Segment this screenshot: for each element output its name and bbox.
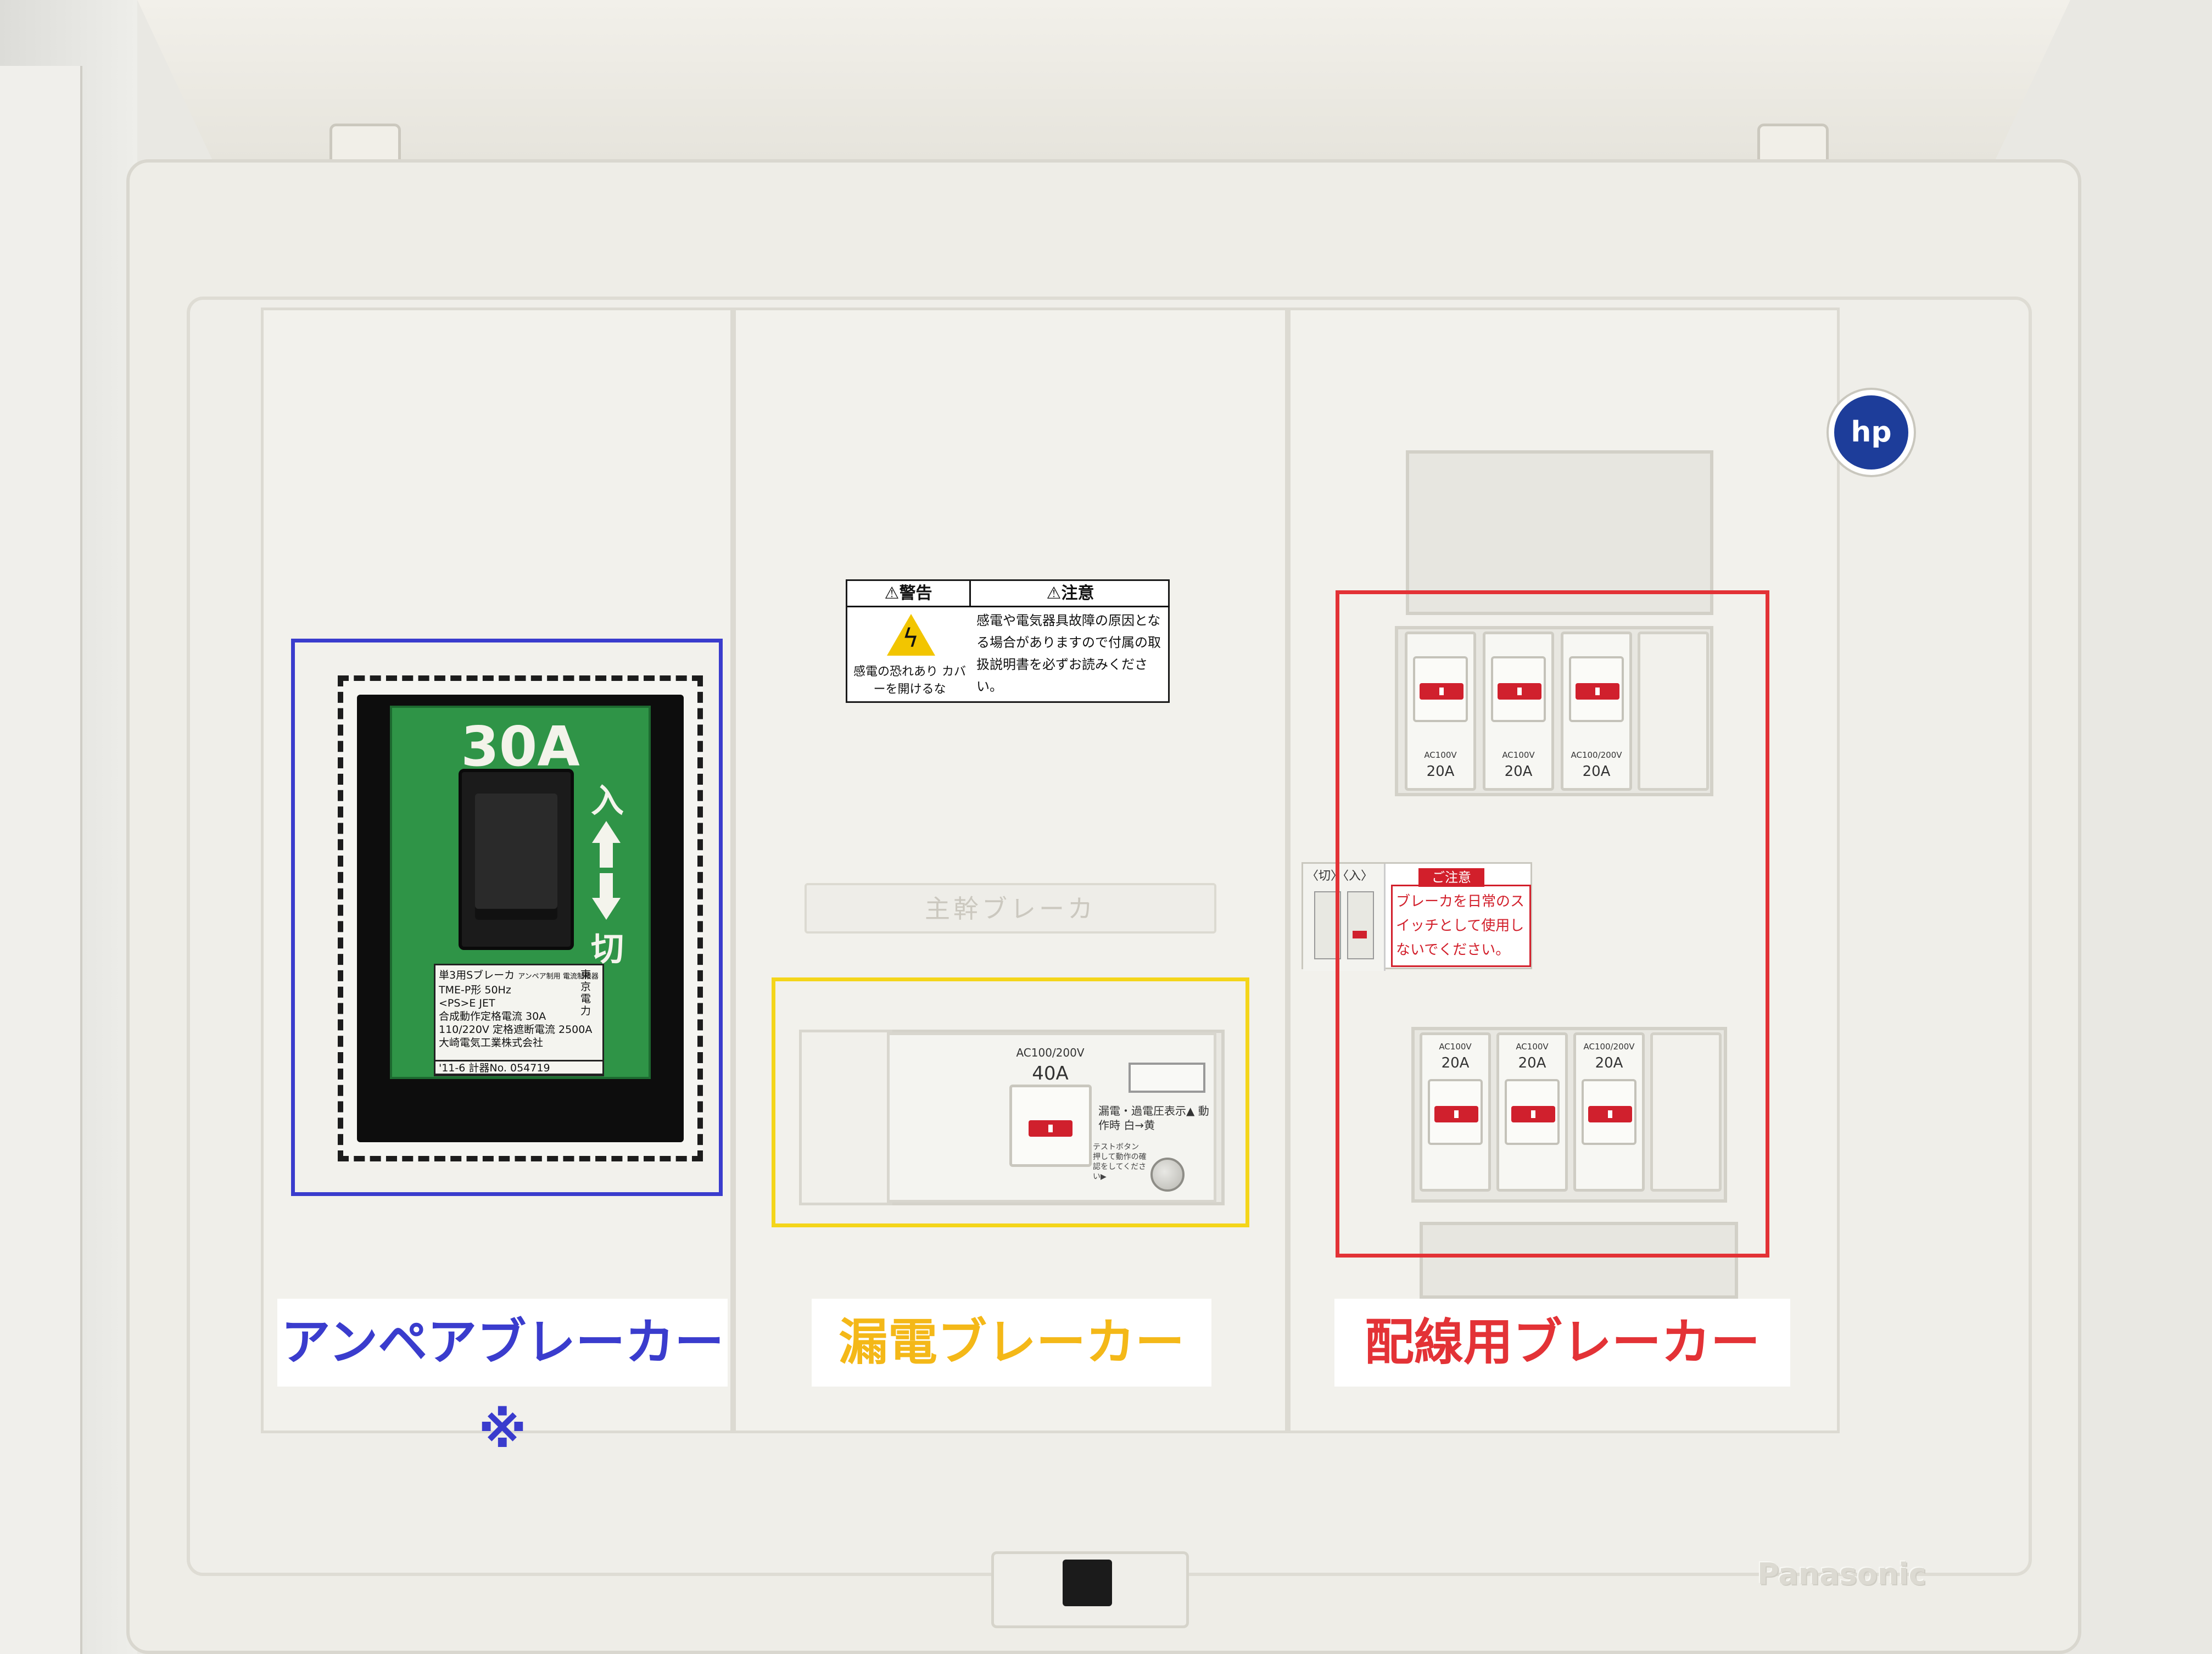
branch-breaker[interactable]: AC100V 20A	[1483, 632, 1554, 791]
breaker-rating: 20A	[1518, 1055, 1546, 1071]
wall-panel	[0, 66, 82, 1654]
warning-header: ⚠警告	[847, 581, 971, 607]
toggle-indicator	[1434, 1106, 1478, 1122]
toggle-indicator	[1511, 1106, 1555, 1122]
leakage-breaker-caption: 漏電ブレーカー	[812, 1299, 1211, 1387]
arrow-up-icon	[600, 840, 613, 868]
branch-breaker[interactable]: AC100V 20A	[1405, 632, 1476, 791]
breaker-rating: 20A	[1441, 1055, 1470, 1071]
arrow-up-icon	[592, 821, 621, 843]
test-button[interactable]	[1150, 1158, 1185, 1192]
leakage-section-cover	[733, 308, 1288, 1433]
toggle-indicator	[1498, 683, 1541, 700]
plate-model: TME-P形 50Hz	[439, 984, 511, 996]
blank-slot	[1638, 632, 1709, 791]
breaker-label: AC100V 20A	[1488, 747, 1549, 780]
leakage-rating: 40A	[1032, 1063, 1069, 1085]
plate-serial-label: 計器No.	[468, 1062, 507, 1074]
main-breaker-plate: 主幹ブレーカ	[805, 883, 1216, 934]
open-door	[137, 0, 2070, 165]
amp-breaker-serial-plate: '11-6 計器No. 054719	[434, 1060, 604, 1075]
wiring-breaker-caption: 配線用ブレーカー	[1334, 1299, 1790, 1387]
caution-label: 〈切〉〈入〉 ご注意 ブレーカを日常のスイッチとして使用しないでください。	[1301, 862, 1532, 971]
arrow-down-icon	[592, 898, 621, 920]
amp-breaker-highlight	[291, 639, 723, 1196]
breaker-label: AC100V 20A	[1410, 747, 1471, 780]
breaker-voltage: AC100/200V	[1571, 750, 1622, 760]
caution-title: ご注意	[1418, 868, 1484, 887]
plate-current: 合成動作定格電流 30A	[439, 1010, 546, 1022]
brand-logo: Panasonic	[1757, 1557, 1926, 1591]
breaker-rating: 20A	[1582, 763, 1611, 780]
breaker-toggle[interactable]	[1428, 1079, 1483, 1145]
breaker-toggle[interactable]	[1491, 656, 1546, 722]
wiring-breaker-highlight	[1336, 590, 1769, 1258]
test-button-text: テストボタン 押して動作の確認をしてください▶	[1093, 1143, 1147, 1181]
breaker-toggle[interactable]	[1413, 656, 1468, 722]
latch-key-icon[interactable]	[1063, 1560, 1112, 1606]
caution-text: 感電や電気器具故障の原因となる場合がありますので付属の取扱説明書を必ずお読みくだ…	[976, 613, 1161, 694]
breaker-label: AC100/200V 20A	[1566, 747, 1627, 780]
breaker-label: AC100V 20A	[1425, 1038, 1485, 1071]
amp-off-label: 切	[591, 930, 624, 969]
warning-text: 感電の恐れあり カバーを開けるな	[853, 665, 966, 696]
caution-body: ブレーカを日常のスイッチとして使用しないでください。	[1391, 885, 1531, 967]
breaker-voltage: AC100V	[1516, 1042, 1549, 1052]
arrow-down-icon	[600, 873, 613, 901]
branch-breaker[interactable]: AC100V 20A	[1496, 1032, 1568, 1192]
electric-hazard-icon	[887, 614, 935, 656]
caution-figure: 〈切〉〈入〉	[1303, 864, 1386, 971]
toggle-indicator	[1588, 1106, 1632, 1122]
breaker-toggle[interactable]	[1569, 656, 1624, 722]
leakage-breaker-highlight	[772, 977, 1249, 1227]
toggle-indicator	[1029, 1120, 1073, 1137]
amp-breaker-rating-plate: 単3用Sブレーカ アンペア制用 電流制限器 TME-P形 50Hz <PS>E …	[434, 964, 604, 1076]
breaker-on-icon	[1347, 891, 1374, 959]
blank-cover	[1420, 1222, 1738, 1299]
amp-breaker-lever[interactable]	[475, 794, 557, 920]
blank-cover	[1406, 450, 1713, 615]
breaker-voltage: AC100/200V	[1583, 1042, 1635, 1052]
plate-serial: 054719	[510, 1062, 550, 1074]
plate-title: 単3用Sブレーカ	[439, 969, 515, 981]
warning-label: ⚠警告 ⚠注意 ϟ 感電の恐れあり カバーを開けるな 感電や電気器具故障の原因と…	[846, 579, 1170, 703]
breaker-voltage: AC100V	[1424, 750, 1457, 760]
plate-breaking: 110/220V 定格遮断電流 2500A	[439, 1024, 593, 1036]
leakage-indicator-window	[1129, 1063, 1205, 1093]
breaker-rating: 20A	[1504, 763, 1533, 780]
breaker-label: AC100V 20A	[1502, 1038, 1562, 1071]
breaker-label: AC100/200V 20A	[1579, 1038, 1639, 1071]
plate-subtitle: アンペア制用 電流制限器	[518, 973, 599, 981]
hp-certification-badge: hp	[1829, 390, 1914, 475]
toggle-indicator	[1420, 683, 1464, 700]
caution-figure-text: 〈切〉〈入〉	[1306, 869, 1373, 883]
branch-breaker[interactable]: AC100/200V 20A	[1573, 1032, 1645, 1192]
plate-maker: 大崎電気工業株式会社	[439, 1037, 544, 1049]
amp-on-label: 入	[591, 782, 624, 820]
lightning-icon: ϟ	[902, 623, 919, 653]
amp-breaker-rating: 30A	[461, 714, 580, 779]
breaker-voltage: AC100V	[1502, 750, 1535, 760]
breaker-rating: 20A	[1595, 1055, 1623, 1071]
caution-header: ⚠注意	[971, 581, 1170, 607]
breaker-voltage: AC100V	[1439, 1042, 1472, 1052]
plate-date: '11-6	[439, 1062, 466, 1074]
branch-breaker[interactable]: AC100/200V 20A	[1561, 632, 1632, 791]
leakage-indicator-text: 漏電・過電圧表示▲ 動作時 白→黄	[1098, 1104, 1209, 1132]
amp-breaker-caption: アンペアブレーカー※	[277, 1299, 728, 1459]
branch-breaker[interactable]: AC100V 20A	[1420, 1032, 1491, 1192]
leakage-voltage: AC100/200V	[1016, 1046, 1085, 1059]
breaker-rating: 20A	[1426, 763, 1455, 780]
breaker-toggle[interactable]	[1582, 1079, 1636, 1145]
plate-utility: 東京電力	[580, 969, 591, 1017]
blank-slot	[1650, 1032, 1722, 1192]
plate-cert: <PS>E JET	[439, 997, 495, 1009]
leakage-breaker-toggle[interactable]	[1009, 1085, 1092, 1167]
toggle-indicator	[1576, 683, 1619, 700]
breaker-toggle[interactable]	[1505, 1079, 1560, 1145]
